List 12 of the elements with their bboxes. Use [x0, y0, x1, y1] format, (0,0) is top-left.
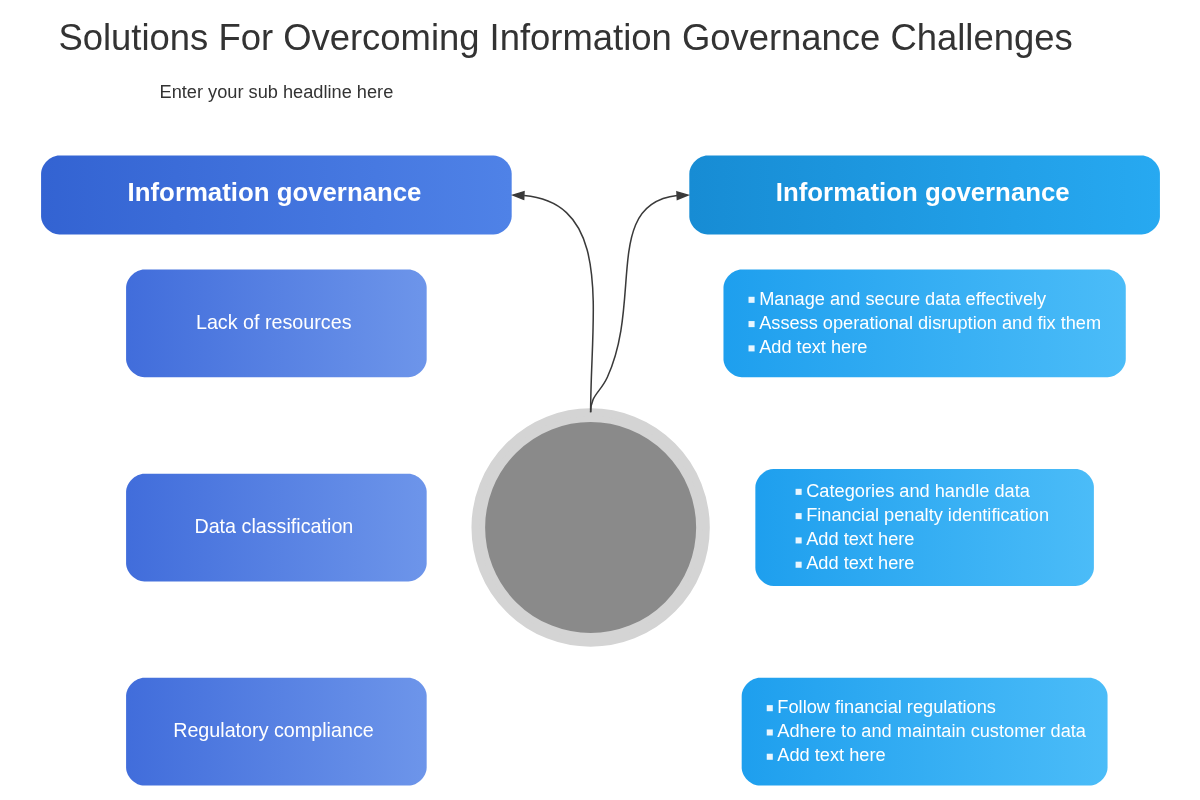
diagram-title: Solutions For Overcoming Information Governance Challenges — [57, 16, 1073, 58]
node-box: Lack of resources — [125, 269, 427, 378]
node-box: Follow financial regulations Adhere to and maintain customer data Add text here — [741, 677, 1108, 786]
node-box: Information governance — [40, 155, 512, 235]
node-box: Information governance — [688, 155, 1160, 235]
node-box: Manage and secure data effectively Assess operational disruption and fix them Add text here — [722, 269, 1126, 378]
arrow — [589, 190, 690, 413]
node-box: Data classification — [125, 473, 427, 582]
node-box: Categories and handle data Financial penalty identification Add text here Add text here — [754, 469, 1094, 586]
node-circle — [470, 408, 710, 647]
label: Enter your sub headline here — [159, 82, 393, 103]
node-box: Regulatory compliance — [125, 677, 427, 786]
